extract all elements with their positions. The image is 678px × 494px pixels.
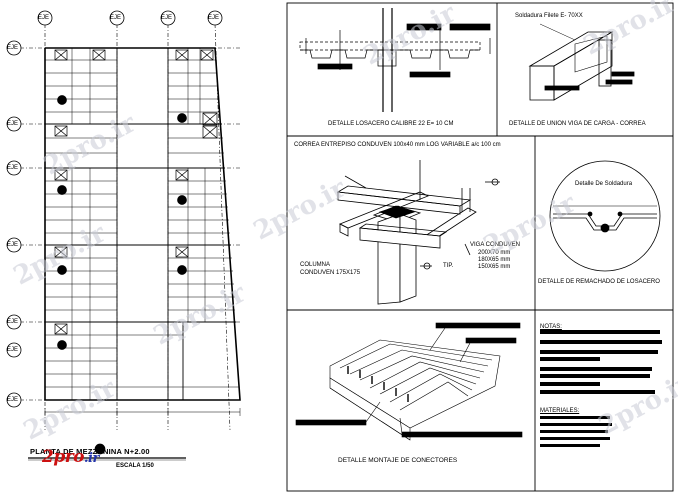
logo-main: 2pro: [42, 447, 85, 467]
axis-label-left-2: EJE: [7, 121, 19, 127]
axis-bubbles: [6, 10, 223, 408]
soldadura-label: Detalle De Soldadura: [575, 181, 633, 187]
columna-label-2: CONDUVEN 175X175: [300, 270, 361, 276]
tip-label: TIP.: [443, 263, 454, 269]
left-axis-grid: [20, 47, 240, 401]
notes-heading: NOTAS:: [540, 324, 562, 330]
viga-size-3: 150X65 mm: [478, 264, 511, 270]
viga-size-2: 180X65 mm: [478, 257, 511, 263]
viga-title: VIGA CONDUVEN: [470, 242, 521, 248]
plan-bracing: [71, 48, 206, 400]
plan-title: PLANTA DE MEZZANINA N+2.00: [30, 447, 150, 456]
plan-scale: ESCALA 1/50: [116, 463, 154, 469]
plan-column-boxes: [54, 49, 218, 335]
montaje-detail-title: DETALLE MONTAJE DE CONECTORES: [338, 457, 458, 464]
union-detail-title: DETALLE DE UNION VIGA DE CARGA - CORREA: [509, 121, 646, 127]
logo-suffix: .ir: [84, 451, 99, 466]
detail-frames: [286, 2, 674, 492]
axis-label-left-1: EJE: [7, 45, 19, 51]
plan-beams: [45, 48, 236, 400]
losacero-detail: [299, 8, 491, 112]
plan-outline: [44, 47, 241, 401]
plan-joists: [45, 59, 239, 388]
axis-label-left-3: EJE: [7, 165, 19, 171]
axis-label-left-5: EJE: [7, 319, 19, 325]
notes-text-lines: [540, 330, 662, 447]
conectores-detail: [295, 322, 523, 441]
columna-label-1: COLUMNA: [300, 262, 331, 268]
plan-section-markers: [57, 95, 187, 455]
soldadura-detail: [549, 160, 661, 272]
axis-label-top-3: EJE: [161, 15, 173, 21]
axis-label-left-4: EJE: [7, 242, 19, 248]
losacero-detail-title: DETALLE LOSACERO CALIBRE 22 E= 10 CM: [328, 121, 454, 127]
axis-label-top-2: EJE: [110, 15, 122, 21]
union-weld-callout: Soldadura Filete E- 70XX: [515, 13, 583, 19]
axis-label-top-1: EJE: [38, 15, 50, 21]
mezzanine-floor-plan: [6, 10, 241, 461]
correa-column-detail: [336, 160, 500, 305]
viga-size-1: 200X70 mm: [478, 250, 511, 256]
axis-label-top-4: EJE: [208, 15, 220, 21]
axis-label-left-7: EJE: [7, 397, 19, 403]
axis-label-left-6: EJE: [7, 347, 19, 353]
union-detail: [528, 23, 635, 101]
remachado-detail-title: DETALLE DE REMACHADO DE LOSACERO: [538, 279, 660, 285]
top-axis-grid: [44, 23, 231, 431]
brand-logo: 2pro.ir: [42, 447, 99, 467]
materials-heading: MATERIALES:: [540, 408, 580, 414]
plan-dimensions: [44, 408, 241, 416]
correa-note: CORREA ENTREPISO CONDUVEN 100x40 mm LOG …: [294, 142, 501, 148]
